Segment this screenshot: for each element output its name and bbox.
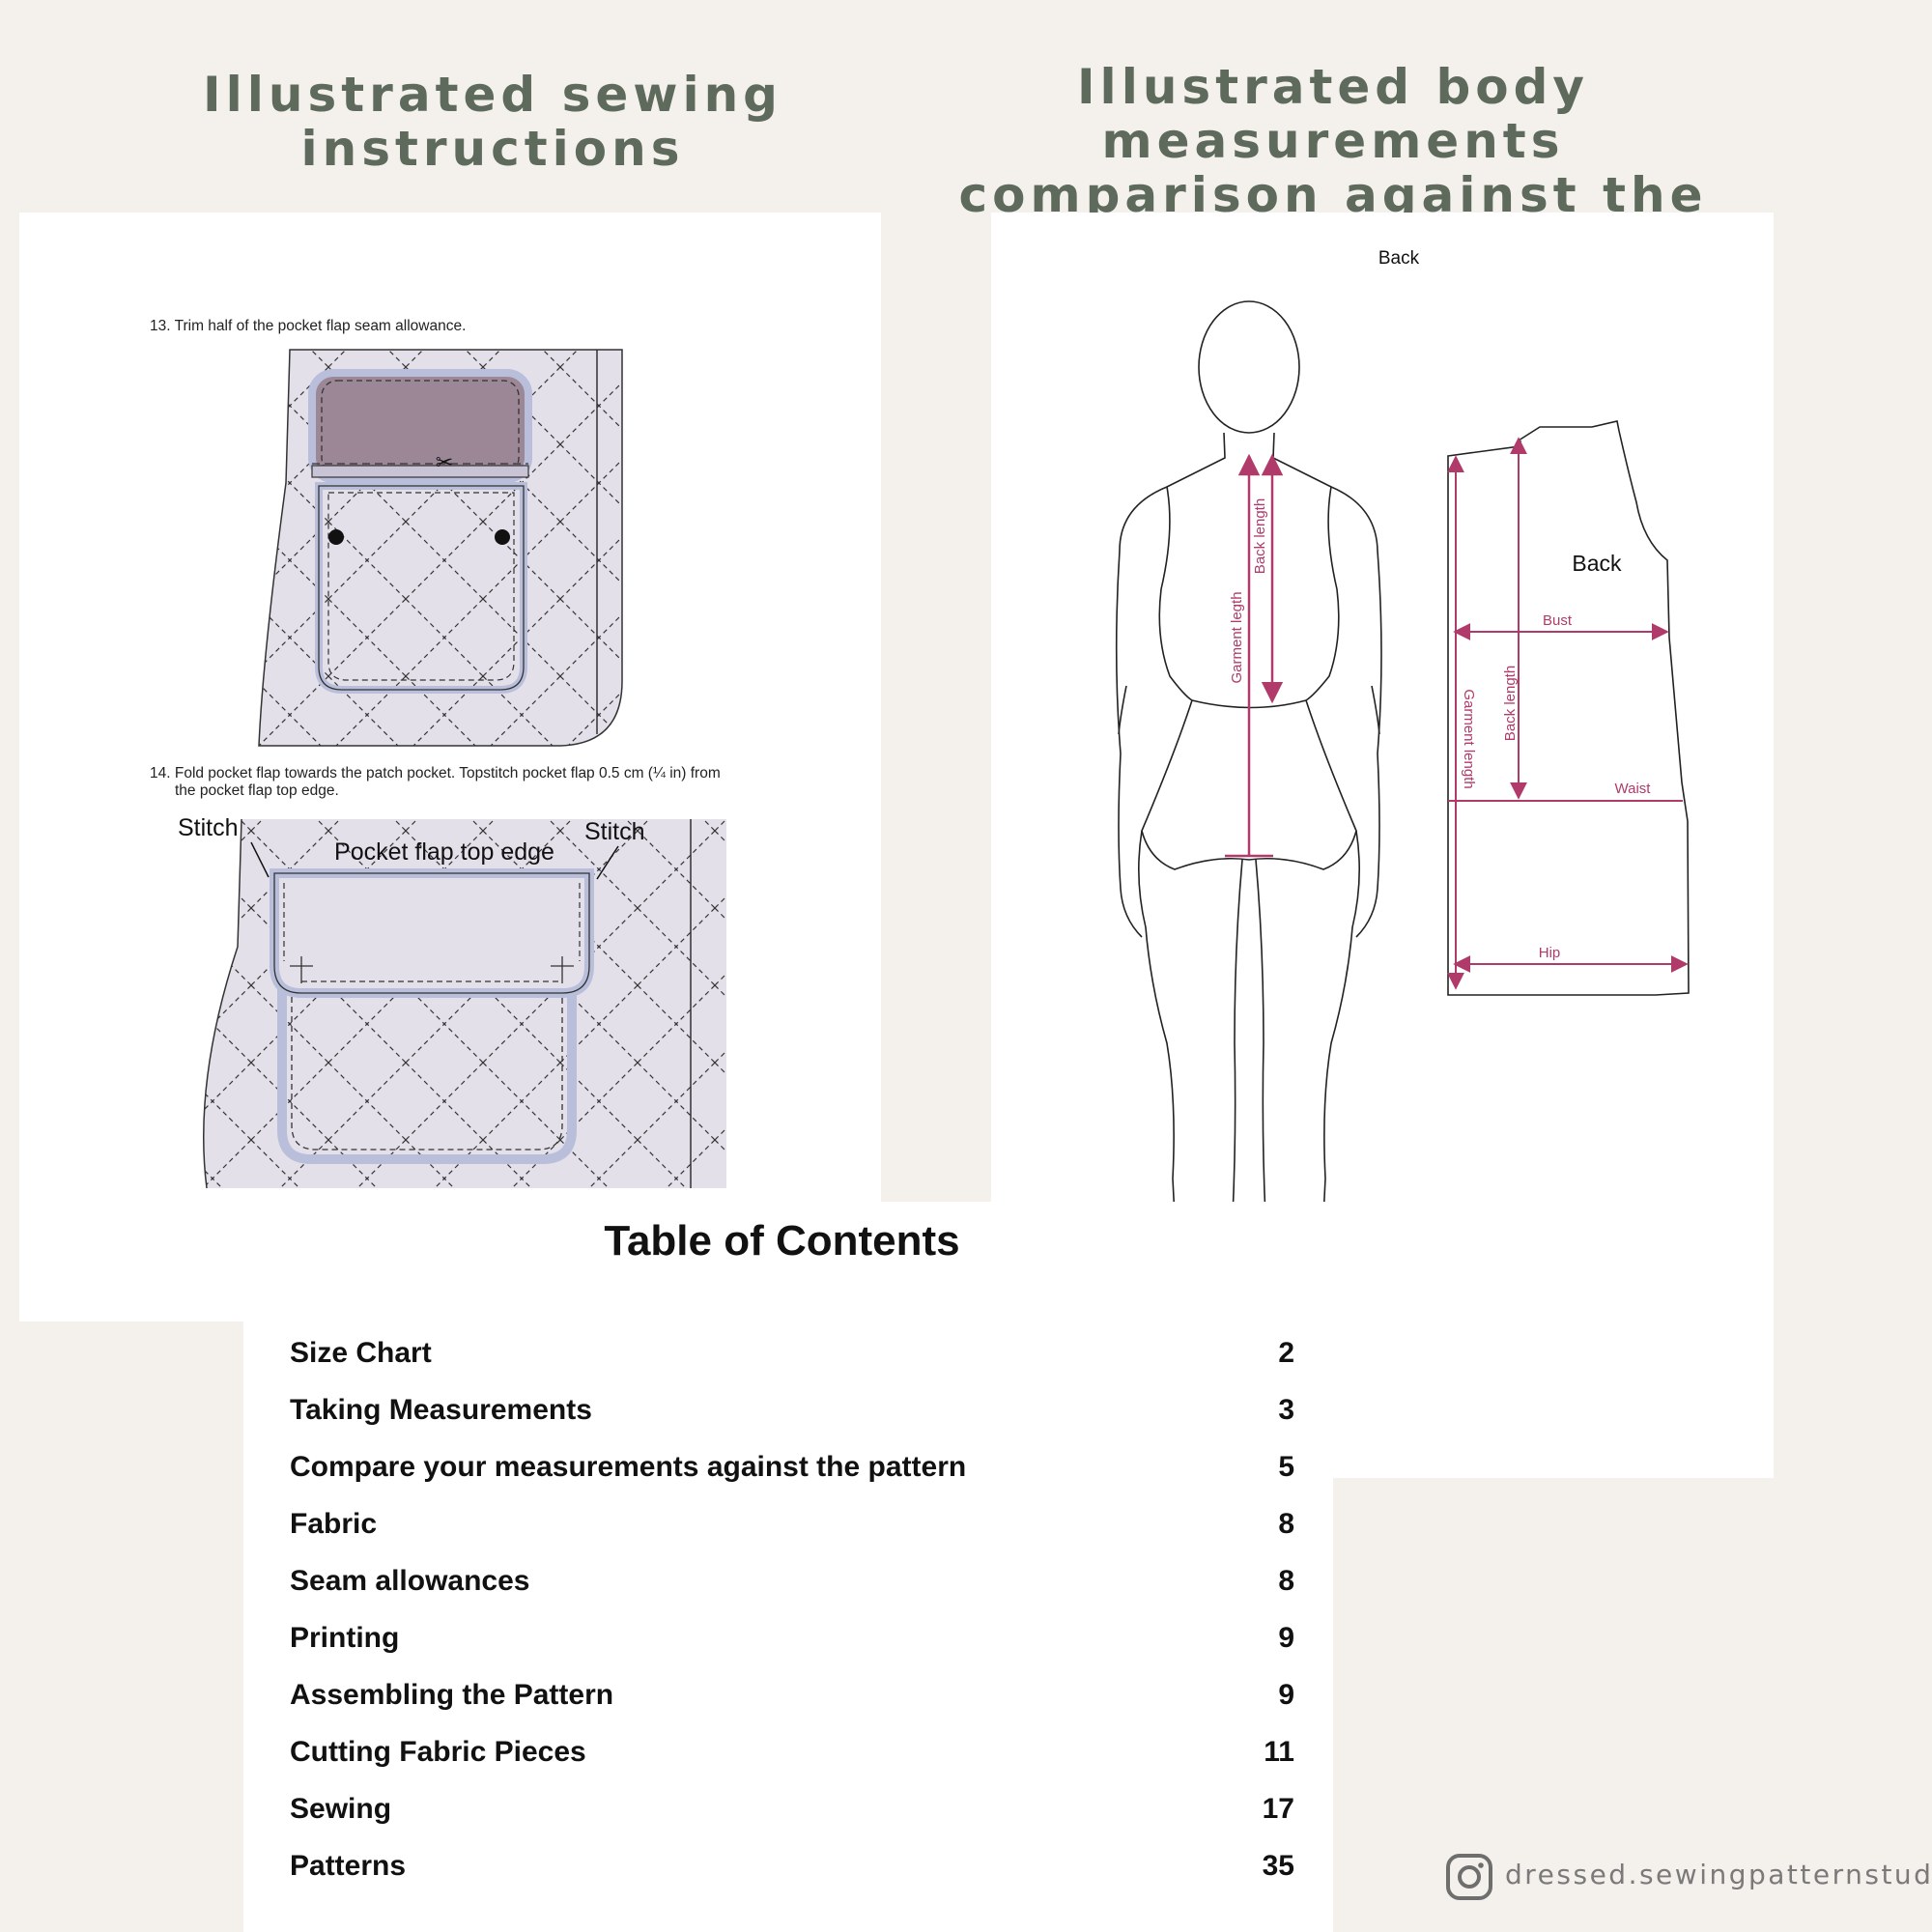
- toc-title: Table of Contents: [604, 1217, 960, 1264]
- toc-item-title: Compare your measurements against the pa…: [290, 1451, 967, 1483]
- toc-item-title: Taking Measurements: [290, 1394, 592, 1426]
- toc-item-page: 17: [1262, 1793, 1294, 1825]
- toc-item-title: Sewing: [290, 1793, 392, 1825]
- instagram-handle-text: dressed.sewingpatternstudio: [1505, 1859, 1932, 1890]
- bust-label: Bust: [1543, 612, 1573, 629]
- toc-item-title: Size Chart: [290, 1337, 432, 1369]
- step-13-diagram: ✂: [258, 349, 623, 747]
- body-garment-length-label: Garment legth: [1229, 591, 1245, 683]
- toc-item-title: Cutting Fabric Pieces: [290, 1736, 586, 1768]
- measurements-illustration: Back Back length Garment legth Back Bust: [1115, 248, 1690, 1218]
- sewing-instructions-page: 13. Trim half of the pocket flap seam al…: [19, 213, 881, 1321]
- body-back-length-label: Back length: [1252, 498, 1268, 574]
- instagram-handle[interactable]: dressed.sewingpatternstudio: [1445, 1849, 1932, 1907]
- toc-item[interactable]: Assembling the Pattern 9: [290, 1679, 1294, 1718]
- toc-item[interactable]: Cutting Fabric Pieces 11: [290, 1736, 1294, 1775]
- toc-item-title: Printing: [290, 1622, 400, 1654]
- heading-line: Illustrated sewing: [203, 67, 782, 123]
- pocket-illustrations: ✂ Stitch Stitch Pocket flap top edge: [178, 349, 726, 1189]
- pattern-piece-outline: [1447, 420, 1690, 996]
- toc-item-page: 3: [1278, 1394, 1294, 1426]
- stitch-label-right: Stitch: [584, 818, 645, 845]
- toc-item-page: 9: [1278, 1679, 1294, 1711]
- toc-item-page: 5: [1278, 1451, 1294, 1483]
- step-14-text: 14. Fold pocket flap towards the patch p…: [150, 765, 797, 800]
- stitch-pointer: [250, 841, 270, 878]
- marker-dot: [328, 529, 344, 545]
- toc-item-page: 2: [1278, 1337, 1294, 1369]
- step-14-line: 14. Fold pocket flap towards the patch p…: [150, 765, 721, 781]
- toc-item-title: Fabric: [290, 1508, 378, 1540]
- marker-dot: [495, 529, 510, 545]
- toc-item-page: 35: [1262, 1850, 1294, 1882]
- toc-item-page: 9: [1278, 1622, 1294, 1654]
- measurements-title: Back: [1378, 248, 1420, 269]
- toc-item[interactable]: Size Chart 2: [290, 1337, 1294, 1376]
- flap-top-edge-label: Pocket flap top edge: [334, 838, 554, 866]
- toc-item[interactable]: Seam allowances 8: [290, 1565, 1294, 1604]
- pattern-back-label: Back: [1572, 551, 1622, 576]
- toc-item-title: Assembling the Pattern: [290, 1679, 614, 1711]
- table-of-contents-page: Table of Contents Size Chart 2 Taking Me…: [243, 1202, 1333, 1932]
- step-14-line: the pocket flap top edge.: [175, 782, 339, 799]
- toc-item[interactable]: Printing 9: [290, 1622, 1294, 1661]
- heading-line: instructions: [300, 121, 685, 177]
- pattern-back-length-label: Back length: [1502, 666, 1519, 741]
- toc-item-page: 8: [1278, 1508, 1294, 1540]
- toc-item[interactable]: Sewing 17: [290, 1793, 1294, 1832]
- heading-sewing-instructions: Illustrated sewing instructions: [203, 68, 782, 176]
- toc-item[interactable]: Patterns 35: [290, 1850, 1294, 1889]
- scissors-icon: ✂: [436, 450, 453, 474]
- heading-line: Illustrated body measurements: [1076, 59, 1590, 169]
- step-14-diagram: Stitch Stitch Pocket flap top edge: [178, 814, 726, 1189]
- step-13-text: 13. Trim half of the pocket flap seam al…: [150, 318, 467, 334]
- instagram-icon: [1446, 1854, 1492, 1900]
- toc-item[interactable]: Fabric 8: [290, 1508, 1294, 1547]
- toc-item[interactable]: Compare your measurements against the pa…: [290, 1451, 1294, 1490]
- toc-item-page: 8: [1278, 1565, 1294, 1597]
- toc-item-title: Patterns: [290, 1850, 407, 1882]
- toc-item-page: 11: [1264, 1736, 1294, 1768]
- toc-item-title: Seam allowances: [290, 1565, 530, 1597]
- waist-label: Waist: [1615, 781, 1652, 797]
- stitch-pointer: [596, 845, 619, 880]
- hip-label: Hip: [1539, 945, 1561, 961]
- toc-item[interactable]: Taking Measurements 3: [290, 1394, 1294, 1433]
- body-figure: [1115, 300, 1382, 1218]
- pattern-garment-length-label: Garment length: [1461, 689, 1477, 788]
- stitch-label-left: Stitch: [178, 814, 239, 841]
